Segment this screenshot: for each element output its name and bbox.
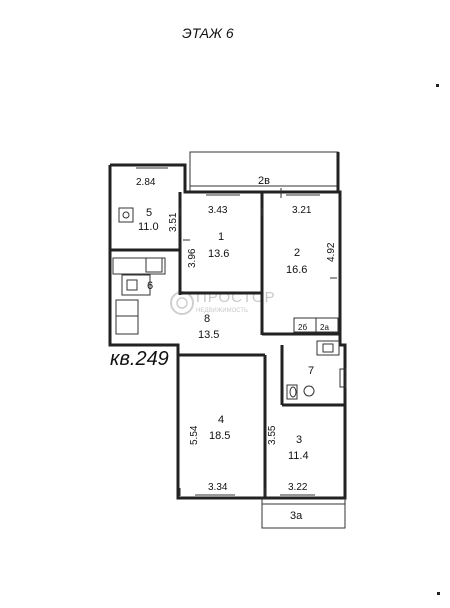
room-4: 4 18.5 [209, 414, 230, 442]
dimension-label: 3.55 [267, 425, 278, 445]
dimension-label: 5.54 [189, 425, 200, 445]
balcony-2v: 2в [189, 151, 340, 193]
dimension-label: 3.43 [208, 205, 228, 216]
room-area-3: 11.4 [288, 450, 309, 462]
room-number-8: 8 [204, 313, 210, 325]
window-mark [339, 368, 347, 388]
corner-mark [436, 84, 439, 87]
dimension-label: 3.22 [288, 482, 308, 493]
room-area-8: 13.5 [198, 329, 219, 341]
watermark-sub: НЕДВИЖИМОСТЬ [196, 308, 248, 314]
room-2: 2 16.6 [286, 247, 307, 276]
balcony-label-3a: 3а [290, 510, 303, 522]
toilet-icon [303, 385, 315, 397]
balcony-label-2a: 2а [320, 323, 329, 332]
room-area-2: 16.6 [286, 264, 307, 276]
dimension-label: 4.92 [326, 242, 337, 262]
room-number-5: 5 [146, 207, 152, 219]
room-1: 1 13.6 [208, 231, 229, 260]
room-7-fixtures [286, 340, 340, 400]
room-number-1: 1 [218, 231, 224, 243]
room-number-2: 2 [294, 247, 300, 259]
room-6: 6 [147, 280, 153, 292]
room-area-4: 18.5 [209, 430, 230, 442]
dimension-label: 3.34 [208, 482, 228, 493]
balcony-label-2v: 2в [258, 175, 270, 187]
dimension-ticks [179, 188, 337, 496]
room-8: 8 13.5 [198, 313, 219, 341]
room-3: 3 11.4 [288, 434, 309, 462]
outer-walls [108, 163, 347, 500]
room-number-6: 6 [147, 280, 153, 292]
room-area-5: 11.0 [138, 221, 159, 233]
stove-icon [118, 207, 134, 223]
dimensions: 2.84 3.51 3.43 3.21 3.96 4.92 5.54 3.55 … [136, 177, 337, 493]
dimension-label: 3.51 [168, 212, 179, 232]
balcony-2b-2a: 2б 2а [293, 317, 339, 333]
apartment-label: кв.249 [110, 348, 169, 370]
room-area-1: 13.6 [208, 248, 229, 260]
balcony-label-2b: 2б [298, 323, 307, 332]
room-6-units [112, 257, 166, 335]
room-5: 5 11.0 [138, 207, 159, 233]
dimension-label: 3.96 [187, 248, 198, 268]
room-number-7: 7 [308, 365, 314, 377]
room-7: 7 [308, 365, 314, 377]
floor-title: ЭТАЖ 6 [182, 25, 234, 41]
room-number-3: 3 [296, 434, 302, 446]
balcony-3a: 3а [261, 498, 346, 529]
dimension-label: 3.21 [292, 205, 312, 216]
room-number-4: 4 [218, 414, 224, 426]
windows [136, 167, 320, 496]
dimension-label: 2.84 [136, 177, 156, 188]
corner-mark [437, 592, 440, 595]
